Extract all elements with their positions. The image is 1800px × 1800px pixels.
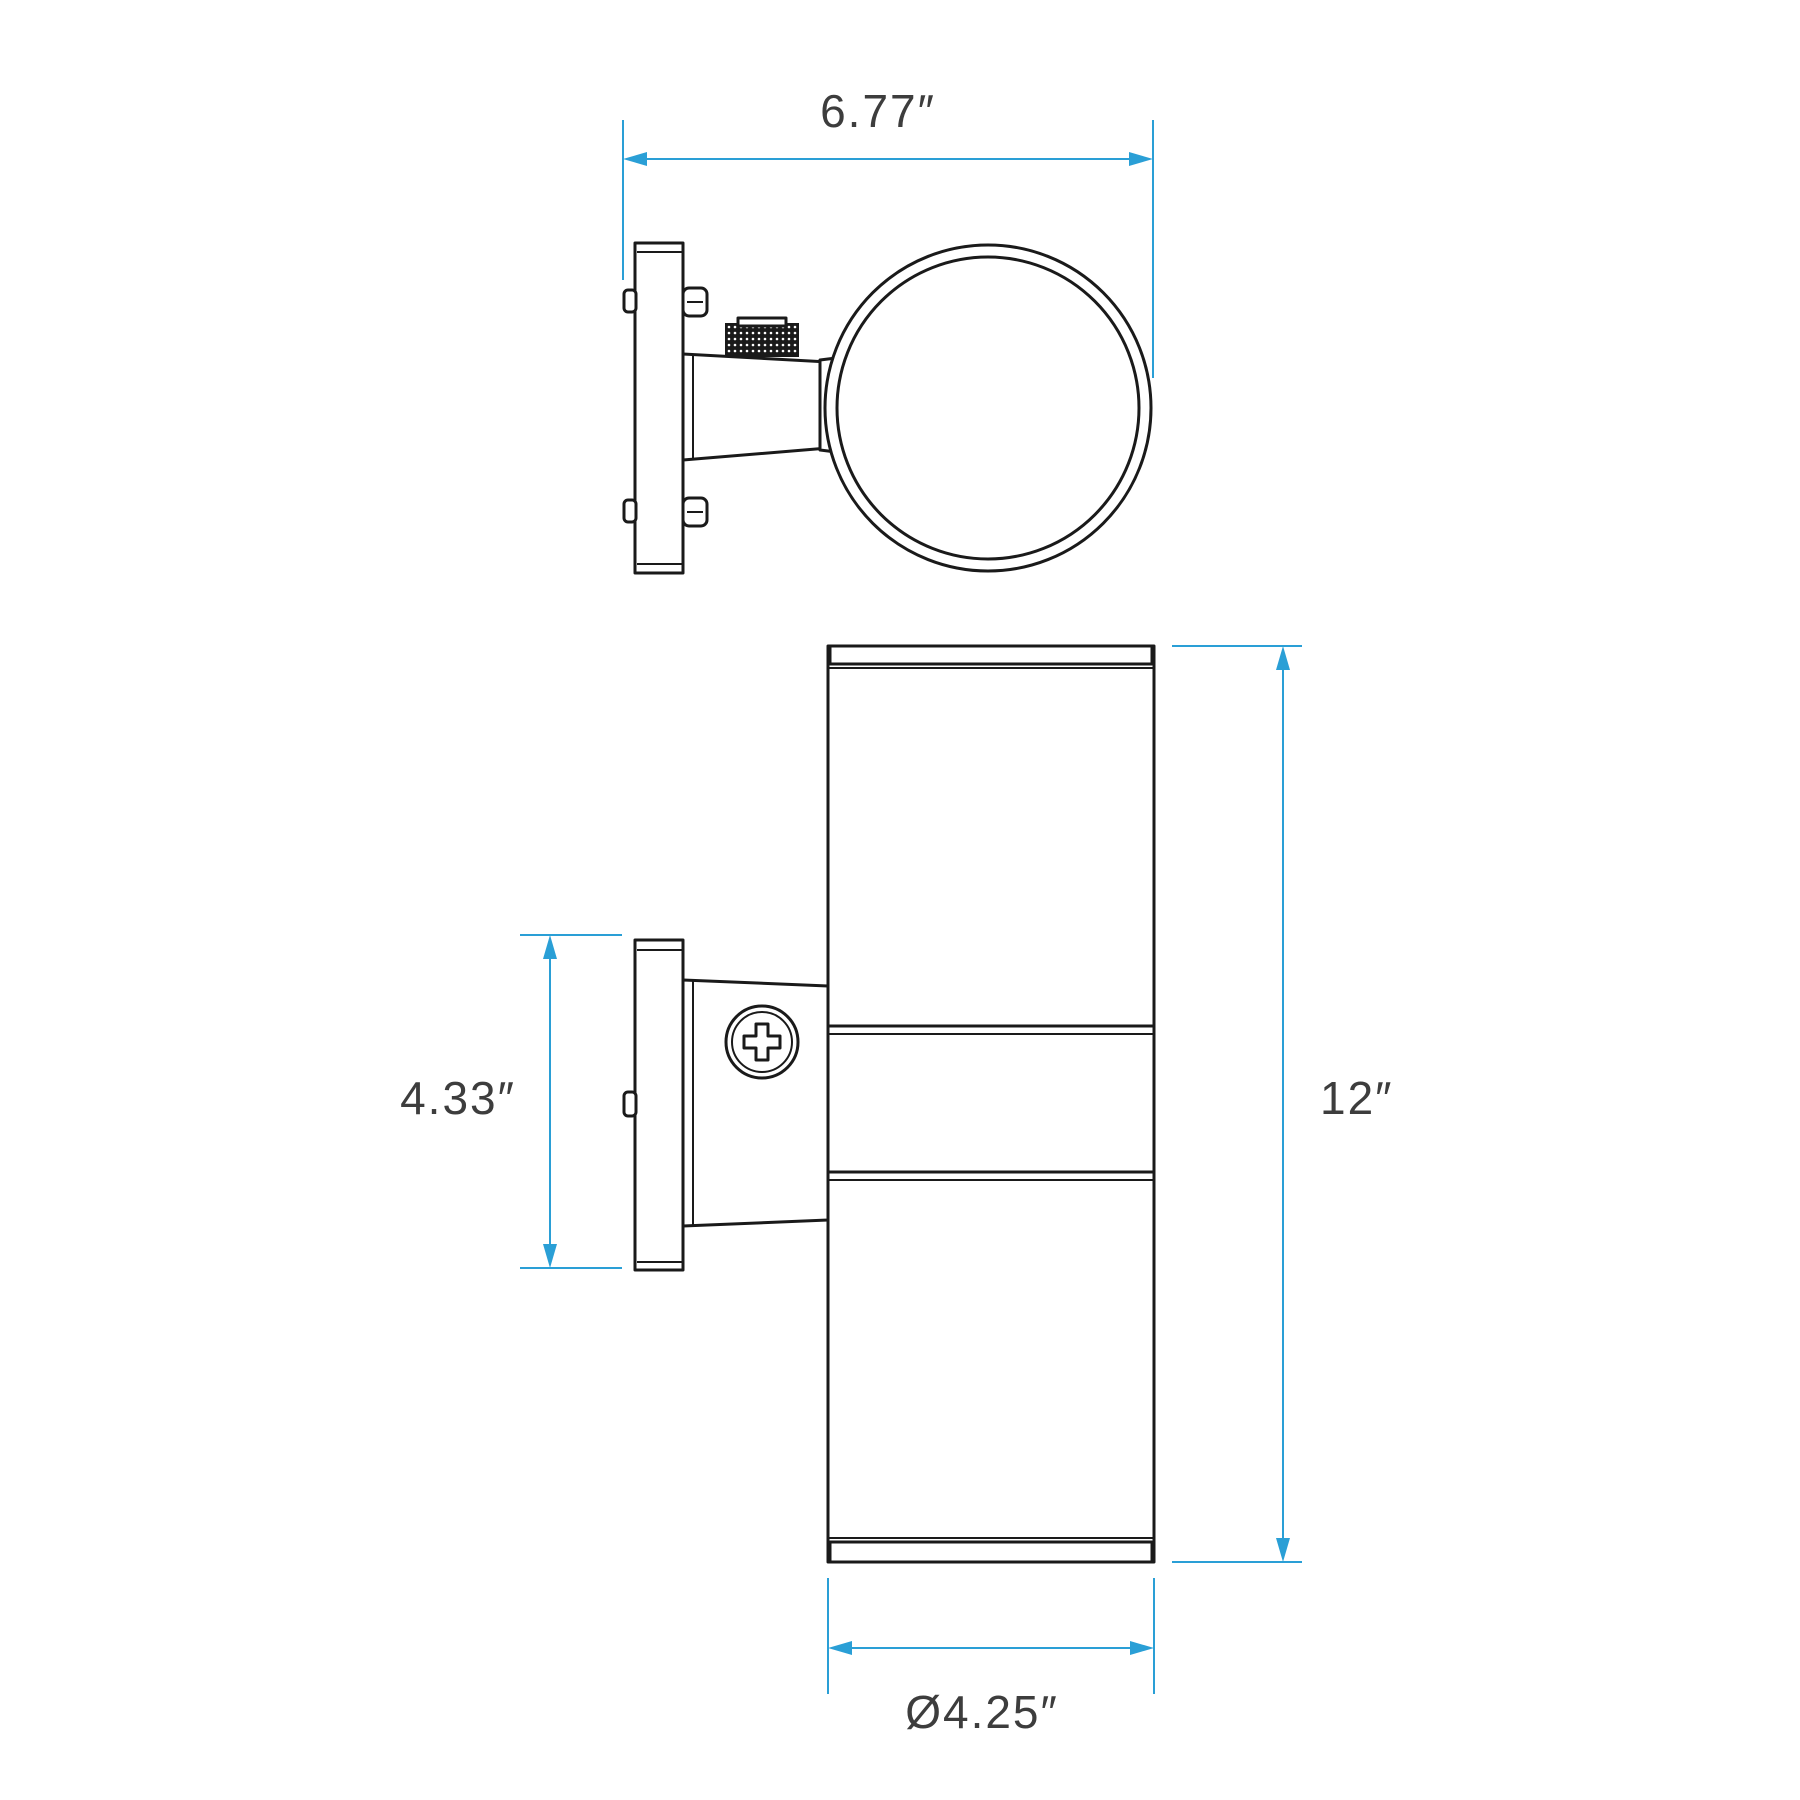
top-mounting-plate	[633, 241, 685, 575]
knurled-nut-icon	[725, 316, 799, 357]
dimension-label-height: 12″	[1320, 1072, 1393, 1124]
front-mounting-plate	[633, 938, 685, 1272]
lamp-head-inner	[835, 255, 1141, 561]
dimension-overall-height: 12″	[1172, 645, 1393, 1563]
phillips-screw-icon	[724, 1004, 800, 1080]
dimension-backplate-height: 4.33″	[400, 934, 622, 1269]
top-arm	[681, 352, 830, 462]
lamp-cylinder	[826, 644, 1156, 1564]
dimension-label-backplate: 4.33″	[400, 1072, 516, 1124]
dimension-overall-depth: 6.77″	[622, 85, 1154, 378]
front-view	[622, 644, 1156, 1564]
top-bolt-icon	[622, 496, 709, 528]
dimension-label-depth: 6.77″	[820, 85, 936, 137]
dimension-diameter: Ø4.25″	[827, 1578, 1155, 1738]
top-view	[622, 241, 1153, 575]
top-bolt-icon	[622, 286, 709, 318]
dimension-label-diameter: Ø4.25″	[905, 1686, 1059, 1738]
